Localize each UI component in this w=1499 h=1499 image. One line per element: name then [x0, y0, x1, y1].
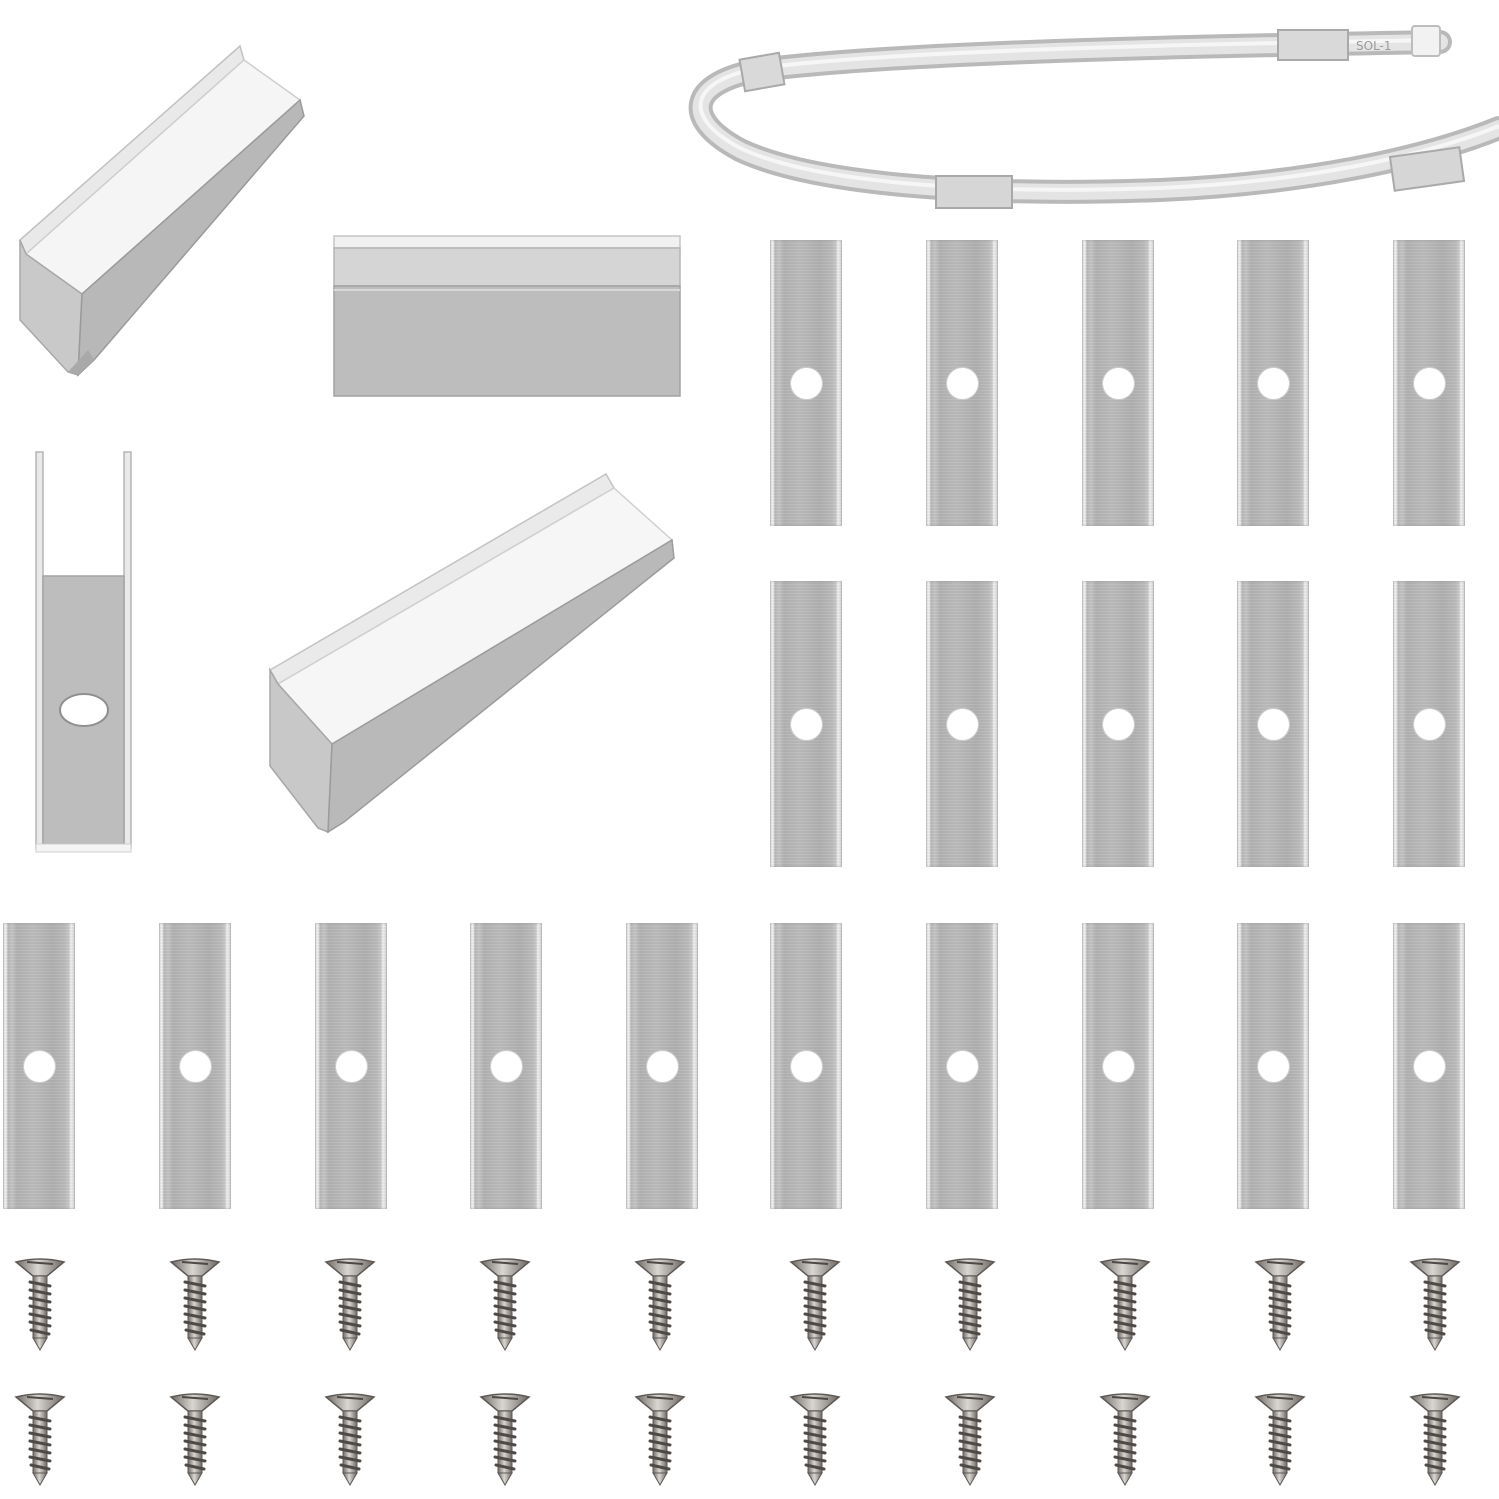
clip-hole: [1257, 367, 1290, 400]
mounting-clip: [1237, 240, 1309, 526]
clip-hole: [1102, 367, 1135, 400]
screw: [14, 1392, 66, 1487]
mounting-clip: [470, 923, 542, 1209]
mounting-clip: [770, 240, 842, 526]
clip-hole: [1102, 1050, 1135, 1083]
screw: [479, 1392, 531, 1487]
clip-hole: [790, 1050, 823, 1083]
screw: [324, 1257, 376, 1352]
mounting-clip: [1393, 923, 1465, 1209]
screw: [169, 1392, 221, 1487]
clip-hole: [335, 1050, 368, 1083]
mounting-clip: [1393, 240, 1465, 526]
clip-hole: [790, 708, 823, 741]
mounting-clip: [770, 923, 842, 1209]
mounted-clip: [935, 175, 1013, 209]
clip-hole: [946, 367, 979, 400]
clip-hole: [790, 367, 823, 400]
channel-profile-angled: [19, 44, 305, 377]
clip-hole: [23, 1050, 56, 1083]
mounting-clip: [770, 581, 842, 867]
screw: [1099, 1392, 1151, 1487]
mounting-clip: [926, 581, 998, 867]
clip-hole: [946, 708, 979, 741]
screw: [944, 1257, 996, 1352]
mounting-clip: [1082, 923, 1154, 1209]
mounting-clip: [315, 923, 387, 1209]
screw: [634, 1257, 686, 1352]
mounted-clip: [738, 51, 786, 93]
mounting-clip: [1082, 581, 1154, 867]
mounting-hole: [59, 693, 109, 727]
screw: [789, 1392, 841, 1487]
mounting-clip: [1237, 581, 1309, 867]
screw: [789, 1257, 841, 1352]
clip-hole: [1102, 708, 1135, 741]
screw: [1254, 1257, 1306, 1352]
mounted-clip: [1388, 146, 1466, 192]
screw: [14, 1257, 66, 1352]
screw: [169, 1257, 221, 1352]
mounting-clip: [1393, 581, 1465, 867]
mounting-clip: [626, 923, 698, 1209]
clip-hole: [1413, 1050, 1446, 1083]
mounting-clip: [926, 240, 998, 526]
mounting-clip: [3, 923, 75, 1209]
clip-hole: [646, 1050, 679, 1083]
neon-strip: SOL-1: [688, 25, 1499, 209]
strip-marking: SOL-1: [1356, 39, 1392, 53]
mounting-clip: [1237, 923, 1309, 1209]
mounting-clip: [1082, 240, 1154, 526]
clip-hole: [1257, 708, 1290, 741]
channel-profile-side: [333, 235, 681, 397]
clip-hole: [179, 1050, 212, 1083]
screw: [1099, 1257, 1151, 1352]
channel-profile-angled-lower: [268, 472, 675, 834]
clip-hole: [490, 1050, 523, 1083]
mounted-clip: [1277, 29, 1349, 61]
screw: [1409, 1257, 1461, 1352]
screw: [1254, 1392, 1306, 1487]
screw: [324, 1392, 376, 1487]
mounting-clip: [926, 923, 998, 1209]
clip-hole: [1413, 367, 1446, 400]
screw: [944, 1392, 996, 1487]
clip-hole: [946, 1050, 979, 1083]
screw: [634, 1392, 686, 1487]
screw: [1409, 1392, 1461, 1487]
screw: [479, 1257, 531, 1352]
channel-profile-end: [35, 451, 132, 853]
clip-hole: [1257, 1050, 1290, 1083]
mounting-clip: [159, 923, 231, 1209]
clip-hole: [1413, 708, 1446, 741]
